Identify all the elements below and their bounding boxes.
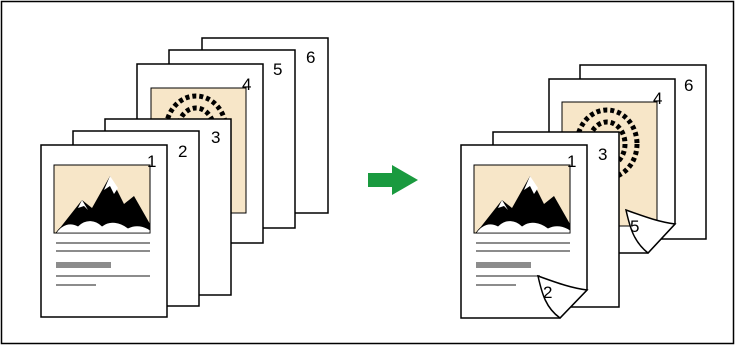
after-sheet-4-curl <box>624 208 677 255</box>
before-page-2-number: 2 <box>178 142 187 161</box>
after-sheet-6-number: 6 <box>684 76 693 95</box>
before-page-6-number: 6 <box>306 48 315 67</box>
after-sheet-1-back-number: 2 <box>543 283 552 302</box>
right-arrow-icon <box>368 165 418 195</box>
mountain-icon <box>475 176 571 234</box>
before-page-1: 1 <box>40 144 168 318</box>
after-sheet-1-curl <box>536 274 589 319</box>
before-page-4-number: 4 <box>242 75 251 94</box>
before-page-1-number: 1 <box>147 152 156 171</box>
before-page-3-number: 3 <box>211 128 220 147</box>
after-sheet-1: 1 2 <box>460 144 589 319</box>
after-sheet-3-number: 3 <box>598 145 607 164</box>
after-sheet-1-front-number: 1 <box>567 152 576 171</box>
mountain-icon <box>55 176 151 234</box>
after-stack: 6 4 5 3 <box>460 64 707 319</box>
before-stack: 6 5 4 3 2 <box>40 37 329 318</box>
before-page-5-number: 5 <box>273 60 282 79</box>
after-sheet-4-front-number: 4 <box>653 89 662 108</box>
after-sheet-4-back-number: 5 <box>630 217 639 236</box>
